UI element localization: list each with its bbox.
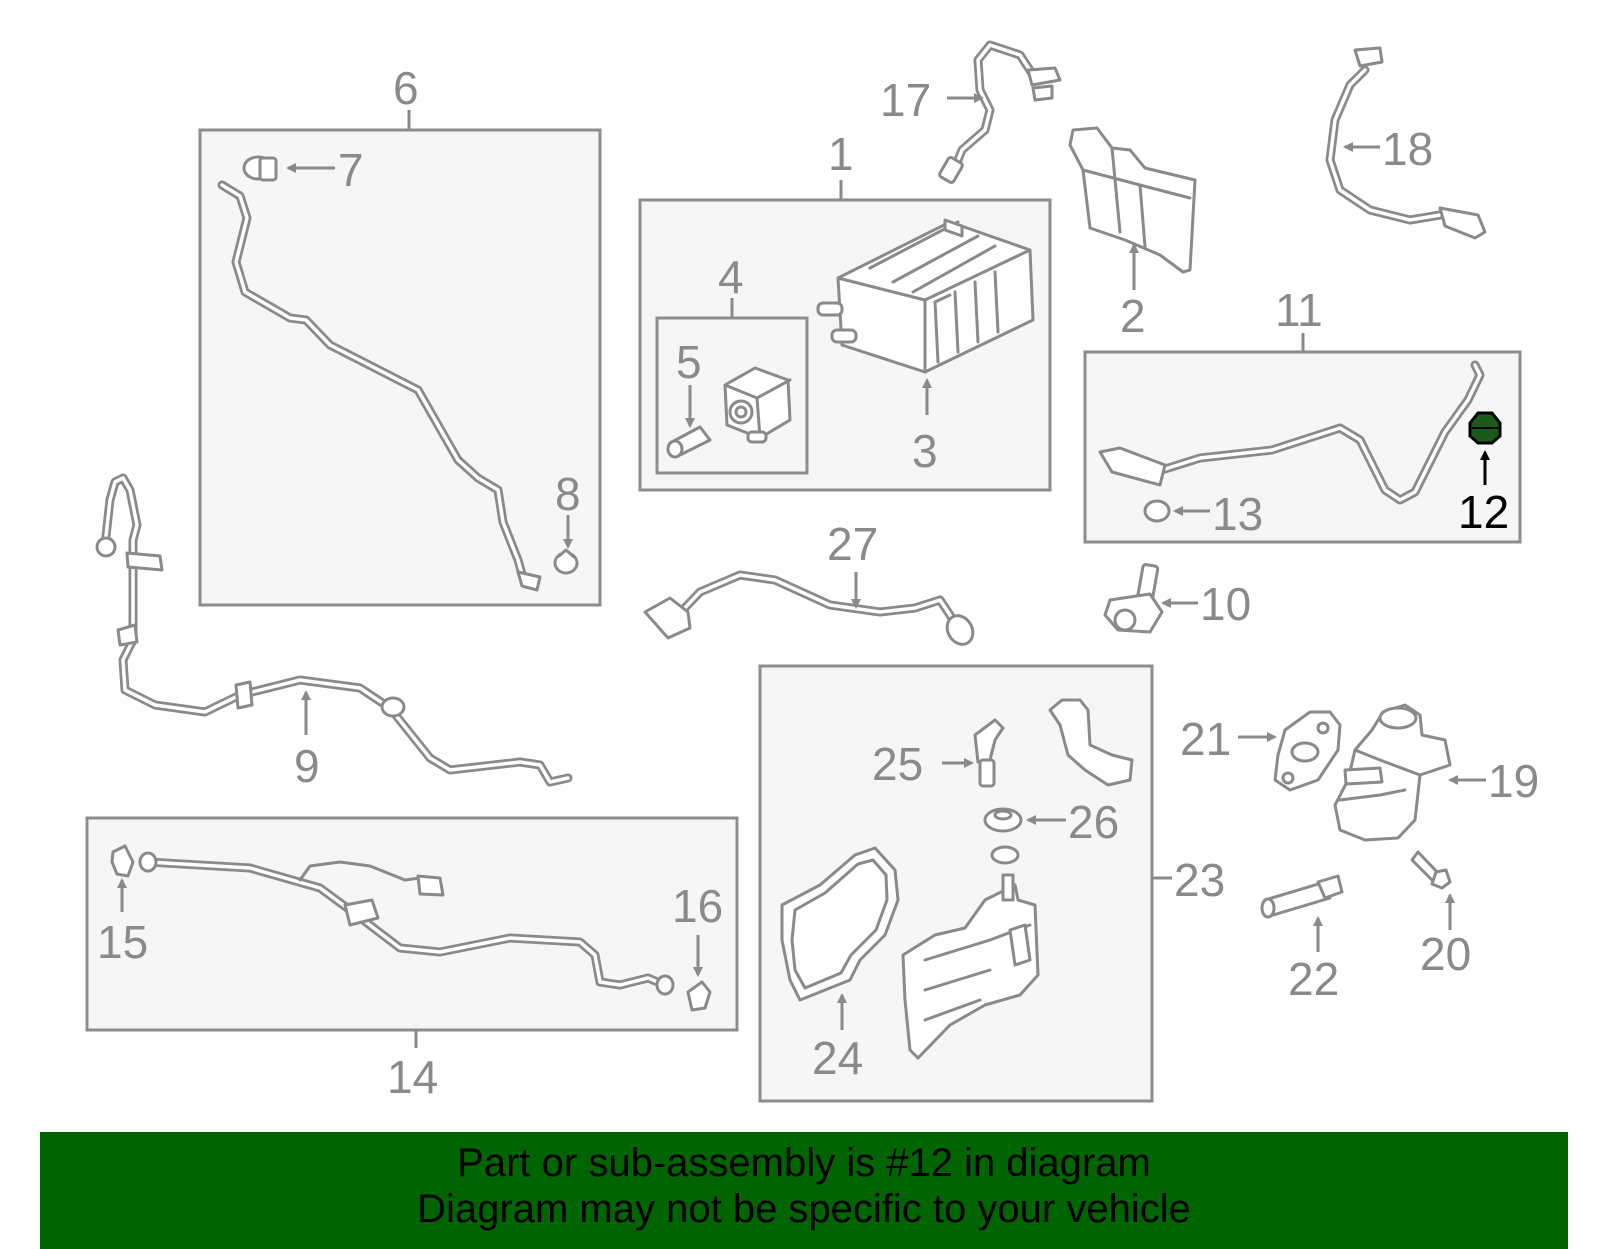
vapor-canister-3 [816, 218, 1035, 374]
vacuum-hose-27 [643, 570, 975, 646]
tube-assembly-11 [1098, 360, 1485, 505]
callout-25: 25 [872, 738, 923, 790]
sensor-25 [973, 718, 1005, 788]
callout-10: 10 [1200, 578, 1251, 630]
callout-1: 1 [828, 128, 854, 180]
cap-12-highlighted [1468, 411, 1502, 445]
callout-14: 14 [387, 1051, 438, 1103]
callout-23: 23 [1174, 854, 1225, 906]
callout-6: 6 [393, 62, 419, 114]
egr-valve-19 [1333, 703, 1452, 842]
callout-24: 24 [812, 1032, 863, 1084]
callout-5: 5 [676, 336, 702, 388]
purge-valve-4 [723, 366, 792, 444]
grommet-13 [1143, 499, 1171, 523]
callout-labels: 6 7 8 1 4 5 3 2 17 18 11 12 13 10 27 9 1… [97, 62, 1539, 1103]
callout-9: 9 [294, 740, 320, 792]
oxygen-sensor-18 [1325, 46, 1487, 240]
group-box-6 [198, 128, 602, 607]
callout-18: 18 [1382, 123, 1433, 175]
fuel-line-assembly-6 [217, 180, 542, 592]
callout-16: 16 [672, 880, 723, 932]
clip-8 [553, 548, 579, 575]
check-valve-10 [1103, 563, 1164, 634]
clip-16 [686, 980, 712, 1012]
cover-23 [901, 873, 1040, 1060]
fuel-tube-9 [95, 473, 573, 787]
gasket-24 [780, 846, 900, 1002]
temp-sensor-22 [1260, 874, 1344, 919]
gasket-21 [1273, 710, 1342, 792]
heat-shield-2 [1068, 126, 1197, 274]
callout-20: 20 [1420, 928, 1471, 980]
callout-8: 8 [555, 468, 581, 520]
callout-7: 7 [338, 144, 364, 196]
connector-7 [242, 155, 278, 182]
callout-11: 11 [1275, 284, 1323, 336]
tube-assembly-14 [138, 851, 675, 996]
banner-line-2: Diagram may not be specific to your vehi… [417, 1187, 1191, 1231]
callout-13: 13 [1212, 488, 1263, 540]
callout-19: 19 [1488, 755, 1539, 807]
oxygen-sensor-17 [938, 40, 1062, 184]
bolt-20 [1410, 850, 1452, 890]
banner-line-1: Part or sub-assembly is #12 in diagram [457, 1141, 1151, 1185]
info-banner: Part or sub-assembly is #12 in diagram D… [40, 1132, 1568, 1249]
leader-lines [117, 93, 1490, 1048]
callout-3: 3 [912, 425, 938, 477]
group-box-14 [85, 816, 739, 1032]
callout-26: 26 [1068, 796, 1119, 848]
callout-17: 17 [880, 74, 931, 126]
seal-26 [983, 807, 1023, 865]
callout-22: 22 [1288, 953, 1339, 1005]
clip-15 [110, 844, 135, 878]
callout-15: 15 [97, 916, 148, 968]
callout-4: 4 [718, 251, 744, 303]
callout-2: 2 [1120, 290, 1146, 342]
callout-12: 12 [1458, 486, 1509, 538]
elbow-hose [1048, 698, 1134, 787]
valve-connector-5 [666, 425, 712, 459]
callout-27: 27 [827, 518, 878, 570]
callout-21: 21 [1180, 713, 1231, 765]
